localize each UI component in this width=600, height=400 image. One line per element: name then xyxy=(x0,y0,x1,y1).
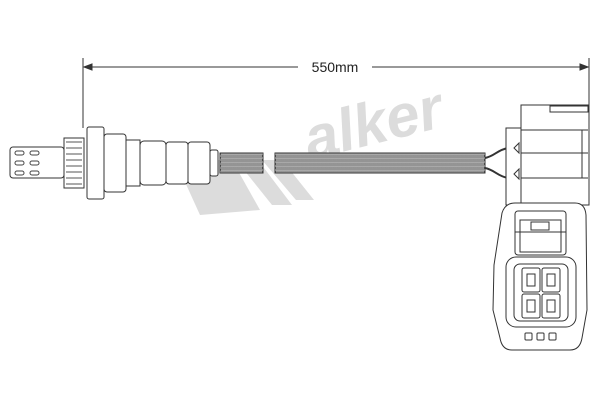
sensor-tip xyxy=(9,146,65,179)
braided-cable xyxy=(219,147,509,179)
connector-face-view xyxy=(492,202,588,351)
sensor-body xyxy=(9,126,219,200)
hex-nut xyxy=(86,126,105,200)
walker-watermark-logo: alker xyxy=(175,73,453,215)
dimension-line xyxy=(82,58,590,128)
connector-side-view xyxy=(505,104,590,206)
length-label: 550mm xyxy=(312,59,359,75)
sensor-thread xyxy=(63,137,85,189)
